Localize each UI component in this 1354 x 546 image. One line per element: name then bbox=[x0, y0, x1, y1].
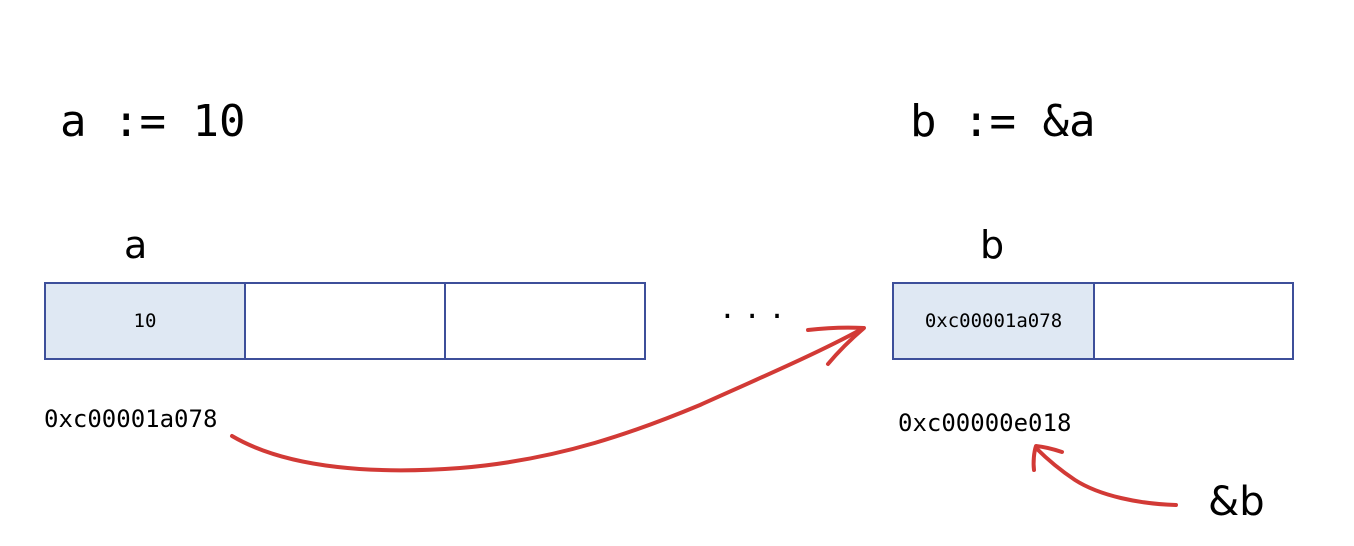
address-a: 0xc00001a078 bbox=[44, 405, 218, 433]
address-b: 0xc00000e018 bbox=[898, 409, 1072, 437]
statement-a: a := 10 bbox=[60, 96, 246, 147]
reference-label-b: &b bbox=[1208, 479, 1265, 525]
pointer-arrow-icon bbox=[230, 328, 862, 473]
memory-cell-b-value: 0xc00001a078 bbox=[894, 284, 1095, 358]
variable-b-label: b bbox=[980, 223, 1005, 267]
statement-b: b := &a bbox=[910, 96, 1096, 147]
arrow-head-icon bbox=[806, 325, 866, 366]
memory-row-b: 0xc00001a078 bbox=[892, 282, 1294, 360]
reference-arrow-icon bbox=[1034, 446, 1178, 507]
memory-gap-ellipsis: ... bbox=[722, 287, 797, 327]
memory-cell-b-empty bbox=[1095, 284, 1292, 358]
variable-a-label: a bbox=[124, 223, 148, 267]
memory-cell-a-empty bbox=[446, 284, 644, 358]
arrow-head-icon bbox=[1031, 444, 1064, 472]
memory-cell-a-empty bbox=[246, 284, 446, 358]
memory-cell-a-value: 10 bbox=[46, 284, 246, 358]
memory-row-a: 10 bbox=[44, 282, 646, 360]
